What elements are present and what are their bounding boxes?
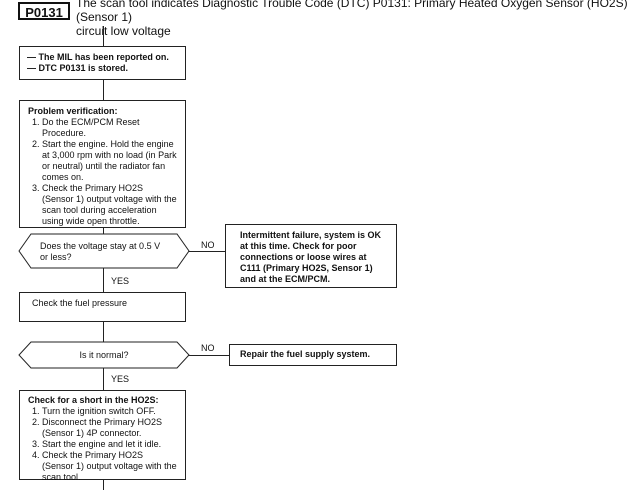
no-label: NO	[201, 343, 215, 354]
connector-line	[103, 480, 104, 490]
connector-line	[103, 26, 104, 46]
short-check-step: Disconnect the Primary HO2S (Sensor 1) 4…	[42, 417, 177, 439]
decision-normal-shape	[18, 341, 190, 369]
connector-line	[103, 268, 104, 292]
connector-line	[103, 322, 104, 342]
start-item: — DTC P0131 is stored.	[27, 63, 129, 73]
connector-line	[103, 228, 104, 234]
verification-step: Check the Primary HO2S (Sensor 1) output…	[42, 183, 177, 227]
connector-line	[188, 251, 225, 252]
verification-title: Problem verification:	[28, 106, 118, 116]
verification-step: Start the engine. Hold the engine at 3,0…	[42, 139, 177, 183]
yes-label: YES	[111, 276, 130, 287]
decision-voltage-question: Does the voltage stay at 0.5 V or less?	[40, 241, 161, 262]
header-line-1: The scan tool indicates Diagnostic Troub…	[76, 0, 628, 24]
header-line-2: circuit low voltage	[76, 24, 171, 38]
connector-line	[188, 355, 229, 356]
verification-step: Do the ECM/PCM Reset Procedure.	[42, 117, 177, 139]
header-description: The scan tool indicates Diagnostic Troub…	[76, 0, 636, 38]
short-check-steps: Turn the ignition switch OFF. Disconnect…	[28, 406, 177, 483]
short-check-title: Check for a short in the HO2S:	[28, 395, 159, 405]
yes-label: YES	[111, 374, 130, 385]
no-label: NO	[201, 240, 215, 251]
short-check-step: Start the engine and let it idle.	[42, 439, 177, 450]
verification-steps: Do the ECM/PCM Reset Procedure. Start th…	[28, 117, 177, 227]
repair-fuel-box: Repair the fuel supply system.	[229, 344, 397, 366]
short-check-step: Turn the ignition switch OFF.	[42, 406, 177, 417]
decision-voltage-shape	[18, 233, 190, 269]
problem-verification-box: Problem verification: Do the ECM/PCM Res…	[19, 100, 186, 228]
connector-line	[103, 368, 104, 390]
fuel-pressure-check-box: Check the fuel pressure	[19, 292, 186, 322]
dtc-code-badge: P0131	[18, 2, 70, 20]
start-condition-box: — The MIL has been reported on. — DTC P0…	[19, 46, 186, 80]
connector-line	[103, 80, 104, 100]
short-check-box: Check for a short in the HO2S: Turn the …	[19, 390, 186, 483]
short-check-step: Check the Primary HO2S (Sensor 1) output…	[42, 450, 177, 483]
intermittent-failure-box: Intermittent failure, system is OK at th…	[225, 224, 397, 288]
decision-normal-question: Is it normal?	[79, 350, 129, 360]
start-item: — The MIL has been reported on.	[27, 52, 169, 62]
